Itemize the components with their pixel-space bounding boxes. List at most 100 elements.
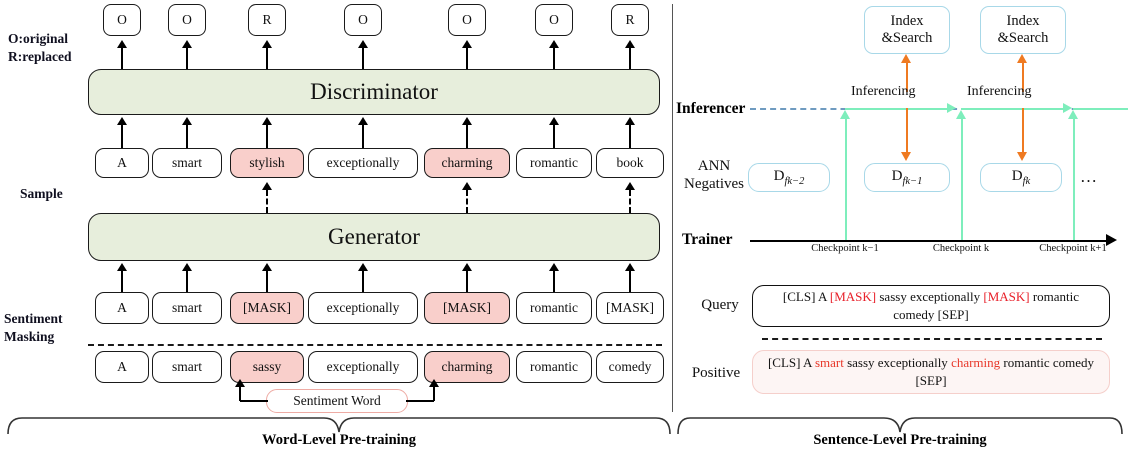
sentiment-word-arrow-left: [235, 379, 245, 387]
generator-box: Generator: [88, 213, 660, 261]
index-search-line2: &Search: [997, 30, 1049, 46]
green-arrow-up-2: [956, 110, 966, 119]
index-search-box-1[interactable]: Index &Search: [864, 6, 950, 54]
label-positive: Positive: [691, 365, 741, 381]
original-token: sassy: [230, 351, 304, 383]
discriminator-output-arrow: [466, 48, 468, 69]
green-inference-segment-3: [1073, 108, 1128, 110]
arrow-head-up: [182, 117, 192, 125]
sentiment-word-arrow-right: [429, 379, 439, 387]
inferencing-label-1: Inferencing: [851, 84, 916, 99]
original-token: comedy: [596, 351, 664, 383]
output-label-box: O: [344, 4, 382, 36]
original-token: exceptionally: [308, 351, 418, 383]
sample-token: stylish: [230, 148, 304, 178]
output-label-box: R: [611, 4, 649, 36]
sentiment-word-line-right: [406, 400, 434, 402]
arrow-head-up: [182, 263, 192, 271]
arrow-head-up: [262, 182, 272, 190]
arrow-head-up: [117, 263, 127, 271]
section-divider: [672, 4, 673, 412]
arrow-head-up: [549, 117, 559, 125]
ann-negative-box-1[interactable]: Dfk−2: [748, 163, 830, 192]
label-query: Query: [701, 297, 739, 313]
trainer-timeline: [750, 240, 1108, 242]
arrow-head-up: [549, 40, 559, 48]
output-label-box: O: [168, 4, 206, 36]
discriminator-output-arrow: [121, 48, 123, 69]
label-ann-line2: Negatives: [684, 176, 744, 192]
sentiment-word-line-left: [240, 400, 268, 402]
ann-negative-formula: Dfk: [1011, 168, 1031, 187]
original-token: smart: [152, 351, 222, 383]
green-inference-segment-2: [961, 108, 1065, 110]
masked-token: exceptionally: [308, 292, 418, 324]
sample-to-discriminator-arrow: [466, 124, 468, 148]
arrow-head-up: [462, 40, 472, 48]
green-riser-2: [961, 118, 963, 239]
masked-to-generator-arrow: [466, 270, 468, 292]
label-sentiment-masking-line1: Sentiment: [4, 311, 63, 326]
arrow-head-up: [182, 40, 192, 48]
green-arrow-right-1: [947, 103, 956, 113]
label-sample: Sample: [20, 186, 63, 201]
sample-token: smart: [152, 148, 222, 178]
orange-riser-2: [1022, 62, 1024, 92]
masked-to-generator-arrow: [121, 270, 123, 292]
sample-to-discriminator-arrow: [266, 124, 268, 148]
output-label-box: R: [248, 4, 286, 36]
sample-to-discriminator-arrow: [362, 124, 364, 148]
original-token: A: [95, 351, 149, 383]
ann-negative-ellipsis: …: [1080, 167, 1098, 186]
output-label-box: O: [448, 4, 486, 36]
discriminator-output-arrow: [266, 48, 268, 69]
checkpoint-label-2: Checkpoint k: [932, 243, 990, 254]
positive-box: [CLS] A smart sassy exceptionally charmi…: [752, 350, 1110, 394]
sentence-level-caption: Sentence-Level Pre-training: [813, 432, 987, 448]
index-search-box-2[interactable]: Index &Search: [980, 6, 1066, 54]
green-arrow-up-3: [1068, 110, 1078, 119]
orange-drop-2: [1022, 108, 1024, 152]
masked-to-generator-arrow: [186, 270, 188, 292]
inferencing-label-2: Inferencing: [967, 84, 1032, 99]
arrow-head-up: [549, 263, 559, 271]
output-label-box: O: [535, 4, 573, 36]
masking-separator: [88, 344, 662, 346]
index-search-line2: &Search: [881, 30, 933, 46]
masked-to-generator-arrow: [362, 270, 364, 292]
masked-token: romantic: [516, 292, 592, 324]
query-text: [CLS] A [MASK] sassy exceptionally [MASK…: [782, 289, 1080, 322]
original-token: charming: [424, 351, 510, 383]
label-ann-line1: ANN: [697, 158, 731, 174]
masked-to-generator-arrow: [553, 270, 555, 292]
masked-to-generator-arrow: [266, 270, 268, 292]
green-arrow-right-2: [1063, 103, 1072, 113]
masked-token: A: [95, 292, 149, 324]
word-level-brace: [7, 417, 671, 435]
arrow-head-up: [358, 117, 368, 125]
sample-to-discriminator-arrow: [553, 124, 555, 148]
ann-negative-box-3[interactable]: Dfk: [980, 163, 1062, 192]
ann-negative-box-2[interactable]: Dfk−1: [864, 163, 950, 192]
index-search-line1: Index: [1006, 13, 1040, 30]
orange-arrow-up-1: [901, 54, 911, 63]
sample-token: A: [95, 148, 149, 178]
orange-arrow-up-2: [1017, 54, 1027, 63]
arrow-head-up: [625, 263, 635, 271]
checkpoint-tick-1: [845, 228, 847, 240]
ann-negative-formula: Dfk−2: [773, 168, 805, 187]
discriminator-output-arrow: [186, 48, 188, 69]
query-positive-separator: [762, 338, 1102, 340]
green-riser-3: [1073, 118, 1075, 239]
orange-arrow-down-2: [1017, 152, 1027, 161]
sentiment-word-riser-left: [239, 386, 241, 401]
arrow-head-up: [462, 182, 472, 190]
green-arrow-up-1: [840, 110, 850, 119]
checkpoint-label-3: Checkpoint k+1: [1039, 243, 1107, 254]
generator-dashed-arrow: [629, 190, 631, 213]
checkpoint-tick-3: [1073, 228, 1075, 240]
masked-token: [MASK]: [230, 292, 304, 324]
green-riser-1: [845, 118, 847, 239]
arrow-head-up: [262, 40, 272, 48]
arrow-head-up: [462, 117, 472, 125]
